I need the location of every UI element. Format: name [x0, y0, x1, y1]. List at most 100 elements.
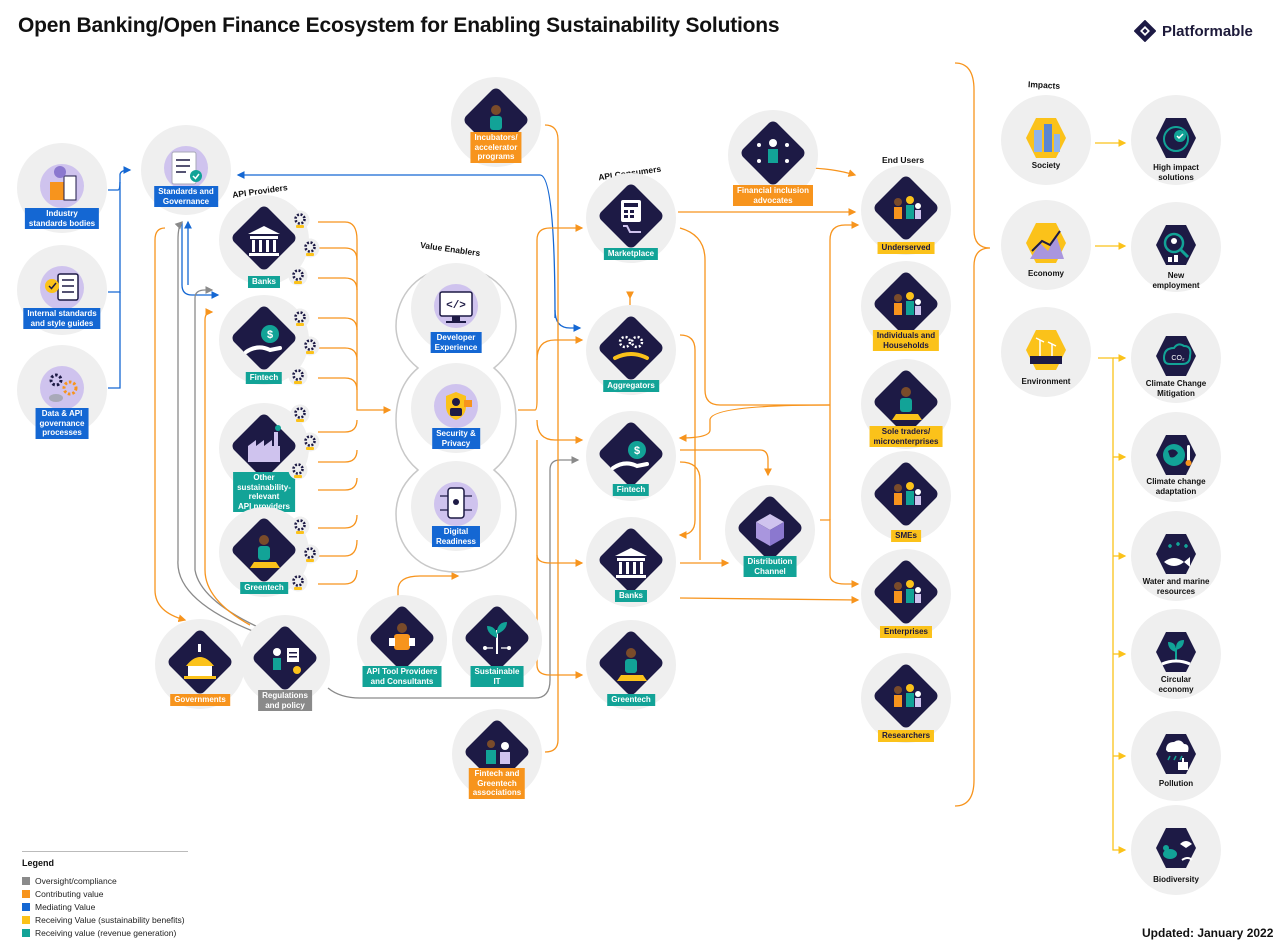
legend-label: Contributing value [35, 889, 104, 900]
blue-connectors [108, 166, 582, 389]
node-label-line: Developer [436, 333, 476, 342]
node-label-line: Governments [174, 695, 226, 704]
yellow-connectors [1095, 139, 1127, 854]
node-label: Enterprises [879, 626, 933, 638]
node-marketplace: Marketplace [585, 172, 677, 264]
node-label-line: Enterprises [883, 627, 929, 636]
gear-icon [288, 366, 308, 386]
node-label-line: Standards and [158, 187, 214, 196]
node-label: Underserved [877, 242, 935, 254]
node-enterprises: Enterprises [860, 548, 952, 640]
node-label: Security &Privacy [432, 428, 480, 449]
node-label-line: Internal standards [27, 309, 97, 318]
node-label: Banks [614, 590, 648, 602]
node-label-line: Greentech [611, 695, 651, 704]
node-label-line: Industry [46, 209, 78, 218]
node-label: Researchers [877, 730, 935, 742]
page-title: Open Banking/Open Finance Ecosystem for … [18, 14, 780, 37]
node-label-line: advocates [753, 195, 793, 205]
node-pollution: Pollution [1130, 710, 1222, 802]
node-label: Banks [247, 276, 281, 288]
node-label-line: Financial inclusion [736, 186, 810, 195]
node-label: Economy [1024, 268, 1068, 280]
node-label-line: and policy [265, 700, 305, 710]
node-label-line: Biodiversity [1153, 875, 1199, 884]
node-aggregators: Aggregators [585, 304, 677, 396]
gear-icon [300, 544, 320, 564]
node-environment: Environment [1000, 306, 1092, 398]
node-label: Pollution [1155, 778, 1197, 790]
legend-label: Oversight/compliance [35, 876, 117, 887]
node-label-line: IT [493, 676, 501, 686]
node-label-line: Circular [1160, 675, 1192, 684]
node-label-line: High impact [1153, 163, 1199, 172]
node-label-line: sustainability- [237, 482, 291, 492]
svg-text:</>: </> [446, 300, 466, 312]
node-researchers: Researchers [860, 652, 952, 744]
node-society: Society [1000, 94, 1092, 186]
gear-icon [300, 432, 320, 452]
node-label-line: Data & API [41, 409, 83, 418]
node-label-line: standards bodies [28, 218, 96, 228]
node-fintech-consumer: $Fintech [585, 410, 677, 502]
gear-icon [300, 336, 320, 356]
node-label: Governments [170, 694, 230, 706]
node-label-line: Regulations [262, 691, 308, 700]
brand-name: Platformable [1162, 22, 1253, 40]
node-label-line: Experience [434, 342, 478, 352]
node-label-line: Water and marine [1142, 577, 1210, 586]
node-label-line: relevant [248, 492, 280, 501]
node-label-line: associations [472, 788, 522, 797]
node-sole-traders: Sole traders/microenterprises [860, 358, 952, 450]
node-label-line: Individuals and [876, 331, 936, 340]
section-impacts: Impacts [1027, 79, 1061, 91]
node-label: Fintech [245, 372, 283, 384]
legend-swatch [22, 928, 30, 937]
legend-label: Mediating Value [35, 901, 96, 912]
node-label-line: adaptation [1155, 486, 1197, 496]
gear-icon [290, 404, 310, 424]
node-label: Greentech [240, 582, 288, 594]
node-label: Marketplace [603, 248, 659, 260]
gear-icon [290, 210, 310, 230]
node-label-line: governance [39, 418, 85, 428]
node-label-line: resources [1156, 586, 1196, 596]
node-label-line: employment [1152, 280, 1200, 290]
node-label-line: Marketplace [607, 249, 655, 258]
node-label-line: Sole traders/ [881, 427, 931, 436]
node-label-line: programs [477, 152, 515, 161]
node-label-line: Banks [251, 277, 277, 286]
node-label-line: Researchers [881, 731, 931, 740]
node-label-line: solutions [1158, 172, 1194, 182]
node-label-line: Greentech [477, 778, 517, 788]
node-label-line: Sustainable [474, 667, 520, 676]
brand-logo: Platformable [1134, 20, 1253, 42]
node-label-line: Pollution [1158, 779, 1194, 788]
node-label-line: Society [1031, 161, 1061, 170]
node-label-line: Greentech [244, 583, 284, 592]
